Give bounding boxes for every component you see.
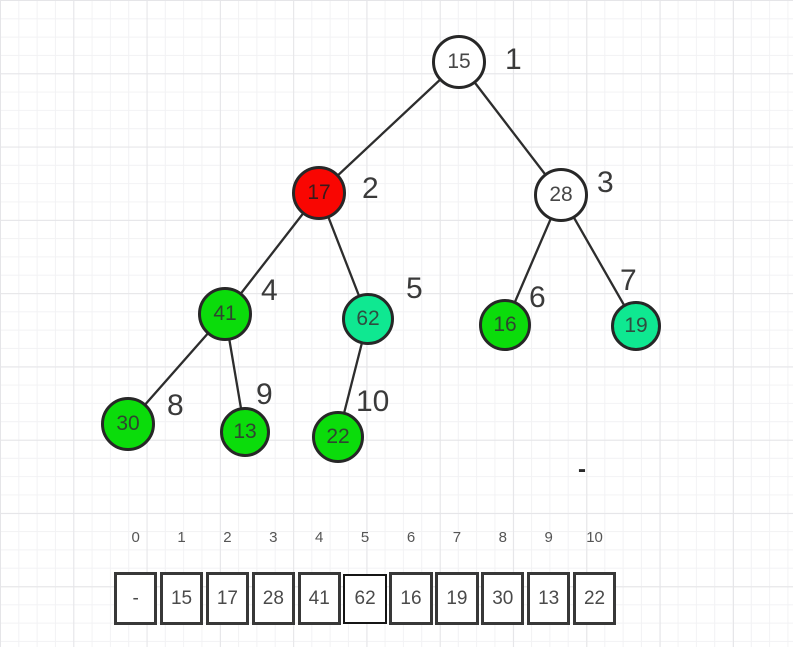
position-label-8[interactable]: 8 bbox=[167, 389, 184, 422]
array-cell-1[interactable]: 15 bbox=[159, 572, 204, 625]
position-label-3[interactable]: 3 bbox=[597, 166, 614, 199]
tree-node-22[interactable]: 22 bbox=[312, 411, 364, 463]
array-index-row: 0 1 2 3 4 5 6 7 8 9 10 bbox=[114, 529, 617, 546]
tree-node-19[interactable]: 19 bbox=[611, 301, 661, 351]
tree-node-16[interactable]: 16 bbox=[479, 299, 531, 351]
array-index-10[interactable]: 10 bbox=[586, 529, 603, 546]
stray-dash-mark[interactable]: - bbox=[578, 456, 586, 483]
array-cell-3[interactable]: 28 bbox=[251, 572, 295, 625]
array-cell-2[interactable]: 17 bbox=[205, 572, 250, 625]
tree-node-30[interactable]: 30 bbox=[101, 397, 155, 451]
tree-node-value: 15 bbox=[447, 50, 471, 73]
position-label-9[interactable]: 9 bbox=[256, 378, 273, 411]
tree-node-28[interactable]: 28 bbox=[534, 168, 588, 222]
tree-node-value: 22 bbox=[326, 425, 350, 448]
array-index-8[interactable]: 8 bbox=[498, 529, 507, 546]
tree-node-value: 13 bbox=[233, 420, 257, 443]
array-index-0[interactable]: 0 bbox=[131, 529, 140, 546]
array-cell-10[interactable]: 22 bbox=[572, 572, 617, 625]
tree-node-17[interactable]: 17 bbox=[292, 166, 346, 220]
tree-node-41[interactable]: 41 bbox=[198, 287, 252, 341]
position-label-4[interactable]: 4 bbox=[261, 274, 278, 307]
array-index-1[interactable]: 1 bbox=[177, 529, 186, 546]
array-cell-7[interactable]: 19 bbox=[435, 572, 479, 625]
tree-node-value: 30 bbox=[116, 412, 140, 435]
array-index-3[interactable]: 3 bbox=[269, 529, 278, 546]
array-cell-8[interactable]: 30 bbox=[481, 572, 525, 625]
array-index-5[interactable]: 5 bbox=[360, 529, 370, 546]
position-label-5[interactable]: 5 bbox=[406, 272, 423, 305]
tree-node-value: 28 bbox=[549, 183, 573, 206]
array-cell-5-highlighted[interactable]: 62 bbox=[343, 573, 387, 624]
tree-node-value: 17 bbox=[307, 181, 331, 204]
tree-node-value: 62 bbox=[356, 307, 380, 330]
tree-node-15[interactable]: 15 bbox=[432, 35, 486, 89]
tree-node-62[interactable]: 62 bbox=[342, 293, 394, 345]
array-index-2[interactable]: 2 bbox=[223, 529, 232, 546]
tree-node-value: 16 bbox=[493, 313, 517, 336]
heap-array-row: - 15 17 28 41 62 16 19 30 13 22 bbox=[114, 572, 617, 625]
array-cell-4[interactable]: 41 bbox=[297, 572, 341, 625]
position-label-1[interactable]: 1 bbox=[505, 43, 522, 76]
array-cell-0[interactable]: - bbox=[114, 572, 158, 625]
tree-node-13[interactable]: 13 bbox=[220, 407, 270, 457]
array-index-9[interactable]: 9 bbox=[544, 529, 553, 546]
tree-node-value: 19 bbox=[624, 314, 648, 337]
array-index-7[interactable]: 7 bbox=[452, 529, 462, 546]
array-cell-6[interactable]: 16 bbox=[389, 572, 433, 625]
position-label-10[interactable]: 10 bbox=[356, 385, 390, 418]
tree-node-value: 41 bbox=[213, 302, 237, 325]
position-label-7[interactable]: 7 bbox=[620, 264, 637, 297]
position-label-6[interactable]: 6 bbox=[529, 281, 546, 314]
array-index-4[interactable]: 4 bbox=[315, 529, 324, 546]
tree-edge-15-17[interactable] bbox=[317, 60, 461, 195]
position-label-2[interactable]: 2 bbox=[362, 172, 379, 205]
array-cell-9[interactable]: 13 bbox=[527, 572, 571, 625]
array-index-6[interactable]: 6 bbox=[406, 529, 416, 546]
